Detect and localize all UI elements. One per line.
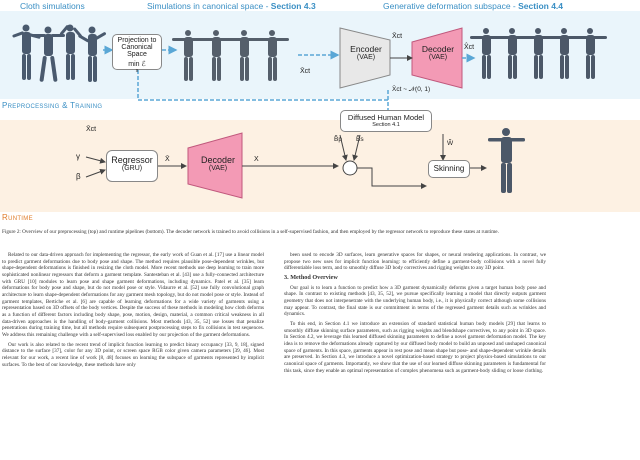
right-paragraph-1: been used to encode 3D surfaces, learn g… bbox=[284, 252, 546, 272]
x-label: X bbox=[254, 156, 259, 163]
regressor-sub: (GRU) bbox=[121, 165, 143, 172]
output-figures bbox=[470, 28, 607, 79]
projection-sub: x bbox=[135, 68, 139, 74]
left-paragraph-2: Our work is also related to the recent t… bbox=[2, 341, 264, 368]
diffused-section: Section 4.1 bbox=[372, 122, 400, 128]
right-column: been used to encode 3D surfaces, learn g… bbox=[284, 252, 546, 377]
runtime-result-figure bbox=[488, 128, 525, 193]
generative-subspace-header: Generative deformation subspace - Sectio… bbox=[383, 1, 564, 11]
x-ct-label: X̄ct bbox=[300, 68, 311, 75]
x-ct-enc-label: X̄ct bbox=[392, 33, 403, 40]
pipeline-diagram bbox=[12, 24, 607, 199]
encoder-label: Encoder(VAE) bbox=[350, 44, 382, 61]
w-label: W̃ bbox=[447, 140, 454, 147]
left-column: Related to our data-driven approach for … bbox=[2, 252, 264, 371]
method-heading: 3. Method Overview bbox=[284, 273, 338, 281]
beta-label: β bbox=[76, 172, 81, 181]
skinning-title: Skinning bbox=[433, 164, 465, 173]
figure-caption: Figure 2: Overview of our preprocessing … bbox=[2, 229, 499, 235]
skinning-box: Skinning bbox=[428, 160, 470, 178]
decoder-runtime-label: Decoder(VAE) bbox=[200, 155, 236, 172]
regressor-title: Regressor bbox=[111, 155, 153, 165]
cloth-sim-figures bbox=[12, 24, 106, 82]
projection-box: Projection to Canonical Space min ℰ x bbox=[112, 34, 162, 74]
x-ct-runtime-label: X̄ct bbox=[86, 126, 97, 133]
cloth-simulations-header: Cloth simulations bbox=[20, 1, 85, 11]
bs-label: B̃s bbox=[356, 136, 364, 143]
diffused-title: Diffused Human Model bbox=[347, 113, 425, 122]
xbar-label: X̄ bbox=[165, 156, 170, 163]
x-ct-out-label: X̂ct bbox=[464, 44, 475, 51]
right-paragraph-3: To this end, in Section 4.1 we introduce… bbox=[284, 320, 546, 374]
diffused-model-box: Diffused Human Model Section 4.1 bbox=[340, 110, 432, 132]
right-paragraph-2: Our goal is to learn a function to predi… bbox=[284, 284, 546, 318]
projection-formula: min ℰ bbox=[128, 61, 146, 68]
bp-label: B̃p bbox=[334, 136, 342, 143]
canonical-figures bbox=[172, 30, 289, 81]
decoder-label: Decoder(VAE) bbox=[421, 44, 455, 61]
regressor-box: Regressor (GRU) bbox=[106, 150, 158, 182]
canonical-space-header: Simulations in canonical space - Section… bbox=[147, 1, 316, 11]
projection-title: Projection to Canonical Space bbox=[117, 37, 157, 58]
prior-label: X̄ct ~ 𝒩(0, 1) bbox=[392, 86, 431, 93]
left-paragraph-1: Related to our data-driven approach for … bbox=[2, 252, 264, 338]
gamma-label: γ bbox=[76, 152, 80, 161]
runtime-label: Runtime bbox=[2, 213, 33, 222]
preprocessing-label: Preprocessing & Training bbox=[2, 101, 103, 110]
